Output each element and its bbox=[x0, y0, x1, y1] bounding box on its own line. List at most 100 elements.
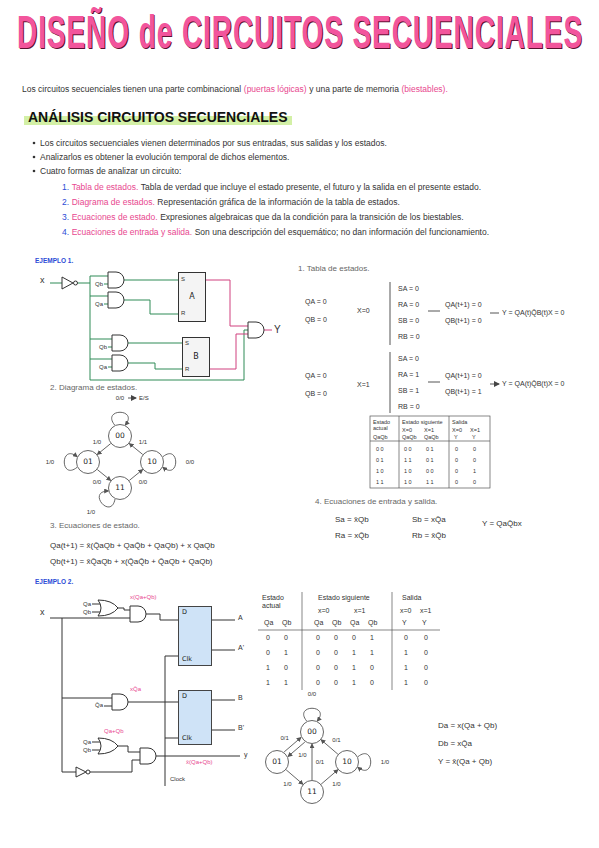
label-text: B' bbox=[238, 724, 244, 732]
label-text: Estado siguiente bbox=[402, 419, 443, 425]
label-text: Y = QaQ̄bx bbox=[482, 520, 522, 529]
label-text: SA = 0 bbox=[398, 355, 419, 363]
label-text: EJEMPLO 2. bbox=[35, 578, 73, 585]
text-segment: Diagrama de estados. bbox=[72, 197, 155, 207]
label-text: 0 bbox=[316, 664, 320, 672]
label-text: X=1 bbox=[470, 427, 480, 433]
label-text: Q̄a bbox=[94, 702, 104, 709]
drawing-circle bbox=[86, 770, 90, 774]
transition-arrow bbox=[358, 754, 371, 771]
text-segment: 3. bbox=[62, 212, 69, 222]
text-segment: Analizarlos es obtener la evolución temp… bbox=[40, 152, 289, 162]
label-text: 0 bbox=[352, 634, 356, 642]
label-text: x bbox=[40, 276, 45, 286]
drawing-circle bbox=[74, 281, 78, 285]
label-text: 0 bbox=[455, 446, 458, 452]
text-segment: Representación gráfica de la información… bbox=[157, 197, 399, 207]
edge-label: 1/0 bbox=[86, 509, 96, 516]
drawing-path bbox=[50, 283, 62, 284]
label-text: R bbox=[181, 310, 185, 317]
drawing-circle bbox=[33, 142, 36, 145]
label-text: Y bbox=[402, 619, 407, 627]
label-text: Qa(t+1) = x̄(Q̄aQb + QaQ̄b + QaQb) + x Q… bbox=[50, 542, 215, 551]
label-text: 4. Ecuaciones de entrada y salida. bbox=[315, 498, 437, 507]
flip-flop-box: DClk bbox=[178, 690, 212, 745]
label-text: X=1 bbox=[357, 381, 370, 389]
node-text: 10 bbox=[147, 458, 157, 466]
text-segment: (puertas lógicas) bbox=[244, 84, 307, 94]
circuit-1-gates bbox=[62, 272, 264, 371]
edge-label: 1/0 bbox=[45, 459, 55, 466]
text-paragraph: 4.Ecuaciones de entrada y salida.Son una… bbox=[62, 227, 592, 237]
node-text: 01 bbox=[83, 458, 93, 466]
label-text: QB(t+1) = 1 bbox=[445, 388, 482, 396]
label-text: 0 bbox=[266, 634, 270, 642]
label-text: S bbox=[181, 276, 185, 283]
label-text: 1 bbox=[370, 649, 374, 657]
label-text: Qb bbox=[98, 344, 108, 351]
label-text: RA = 0 bbox=[398, 301, 419, 309]
drawing-path bbox=[112, 335, 128, 351]
label-text: 0 bbox=[334, 634, 338, 642]
label-text: Da = x(Qa + Qb) bbox=[438, 722, 497, 731]
node-text: D bbox=[182, 609, 187, 616]
node-text: 11 bbox=[115, 484, 125, 492]
label-text: A' bbox=[238, 644, 244, 652]
label-text: QaQb bbox=[402, 434, 417, 440]
label-text: 0 bbox=[334, 679, 338, 687]
label-text: 0 bbox=[424, 664, 428, 672]
label-text: X=1 bbox=[424, 427, 434, 433]
label-text: Estado actual bbox=[262, 594, 296, 609]
label-text: Salida bbox=[452, 419, 467, 425]
label-text: Y bbox=[274, 324, 281, 335]
label-text: x=1 bbox=[354, 607, 365, 615]
drawing-path bbox=[140, 748, 156, 764]
label-text: X=0 bbox=[452, 427, 462, 433]
label-text: QA(t+1) = 0 bbox=[445, 301, 482, 309]
text-paragraph: 1.Tabla de estados.Tabla de verdad que i… bbox=[62, 182, 592, 192]
drawing-path bbox=[212, 620, 235, 730]
drawing-path bbox=[90, 330, 248, 380]
edge-label: 1/0 bbox=[282, 781, 292, 788]
text-paragraph: 3.Ecuaciones de estado.Expresiones algeb… bbox=[62, 212, 592, 222]
label-text: 0 0 bbox=[404, 446, 412, 452]
text-segment: Ecuaciones de entrada y salida. bbox=[72, 227, 193, 237]
label-text: Sa = x̄Qb bbox=[335, 516, 369, 525]
label-text: Qb bbox=[282, 619, 291, 627]
drawing-path bbox=[62, 618, 63, 772]
label-text: xQ̄a bbox=[130, 686, 141, 693]
label-text: x=0 bbox=[318, 607, 329, 615]
drawing-path bbox=[370, 416, 490, 488]
drawing-path bbox=[248, 322, 264, 338]
drawing-path bbox=[108, 272, 124, 288]
circuit-2-gates bbox=[76, 600, 156, 777]
state-circle: 11 bbox=[108, 476, 132, 500]
text-segment: 2. bbox=[62, 197, 69, 207]
drawing-path bbox=[76, 767, 86, 777]
label-text: 1. Tabla de estados. bbox=[298, 265, 369, 274]
label-text: R bbox=[185, 366, 189, 373]
node-text: 11 bbox=[307, 788, 317, 796]
edge-label: 0/0 bbox=[185, 459, 195, 466]
label-text: Qb bbox=[332, 619, 341, 627]
label-text: X=0 bbox=[402, 427, 412, 433]
label-text: QB = 0 bbox=[305, 316, 327, 324]
drawing-circle bbox=[33, 170, 36, 173]
label-text: Rb = x̄Q̄b bbox=[412, 532, 446, 541]
drawing-path bbox=[156, 756, 240, 757]
label-text: Db = xQ̄a bbox=[438, 740, 472, 749]
flip-flop-box: DClk bbox=[178, 606, 212, 666]
label-text: 1 bbox=[284, 679, 288, 687]
drawing-path bbox=[390, 282, 391, 413]
edge-label: 0/0 bbox=[92, 479, 102, 486]
drawing-path bbox=[62, 760, 140, 772]
edge-label: 1/0 bbox=[297, 752, 307, 759]
drawing-path bbox=[206, 280, 272, 369]
label-text: 0 1 bbox=[426, 457, 434, 463]
bullet-dots bbox=[33, 142, 36, 173]
edge-label: 1/1 bbox=[138, 439, 148, 446]
label-text: Qa bbox=[98, 364, 108, 371]
label-text: 0 bbox=[455, 457, 458, 463]
label-text: 1 1 bbox=[376, 479, 384, 485]
